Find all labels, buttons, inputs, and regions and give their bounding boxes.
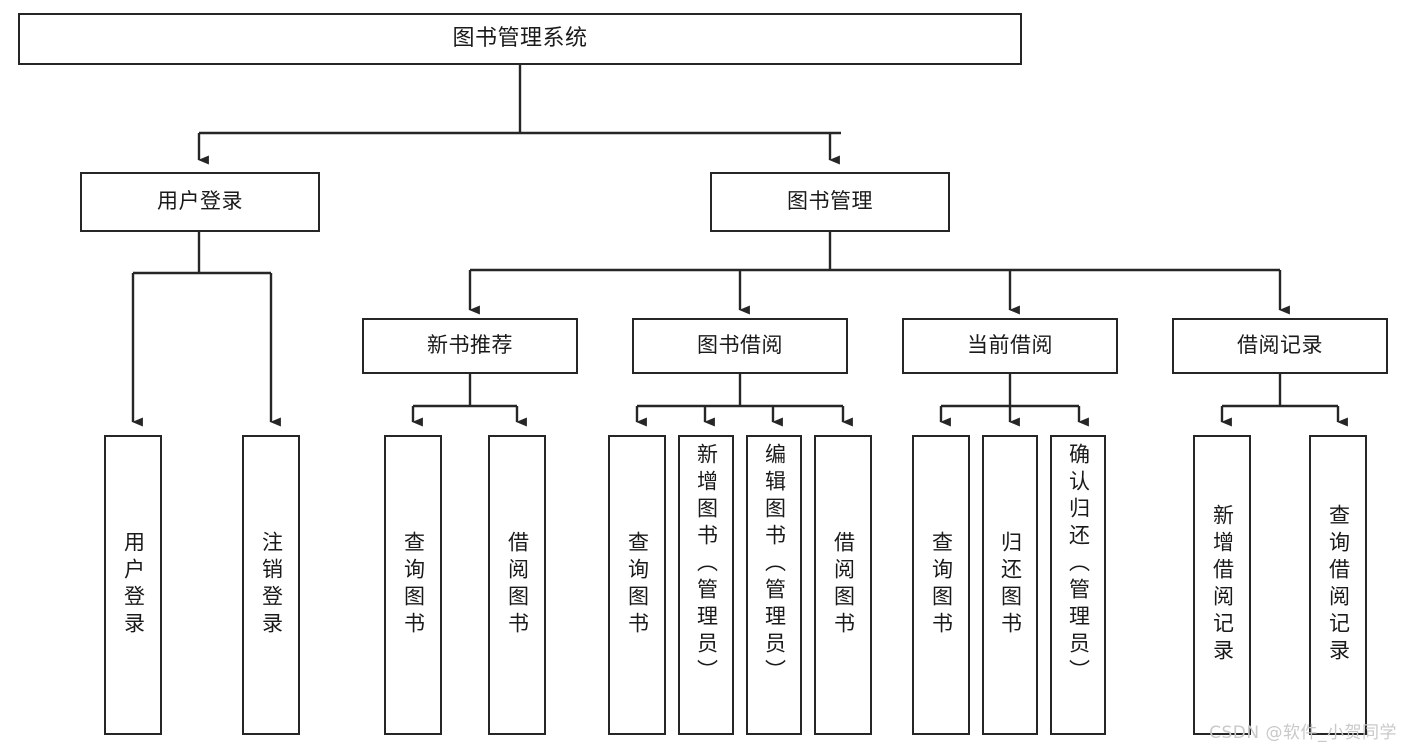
node-leaf-query-book-current[interactable]: 查询图书 xyxy=(912,435,970,735)
node-label: 查询图书 xyxy=(625,531,650,639)
node-borrow-record[interactable]: 借阅记录 xyxy=(1172,318,1388,374)
node-label: 用户登录 xyxy=(157,189,243,214)
node-label: 借阅图书 xyxy=(831,531,856,639)
node-new-book-recommend[interactable]: 新书推荐 xyxy=(362,318,578,374)
node-label: 图书借阅 xyxy=(697,333,783,358)
node-label: 当前借阅 xyxy=(967,333,1053,358)
node-label: 借阅图书 xyxy=(505,531,530,639)
node-leaf-edit-book-admin[interactable]: 编辑图书（管理员） xyxy=(746,435,802,735)
node-leaf-return-book[interactable]: 归还图书 xyxy=(982,435,1038,735)
node-label: 查询借阅记录 xyxy=(1326,504,1351,666)
node-label: 用户登录 xyxy=(121,531,146,639)
node-label: 编辑图书（管理员） xyxy=(762,443,787,686)
node-label: 新增借阅记录 xyxy=(1210,504,1235,666)
node-leaf-user-logout[interactable]: 注销登录 xyxy=(242,435,300,735)
node-book-management[interactable]: 图书管理 xyxy=(710,172,950,232)
node-user-login[interactable]: 用户登录 xyxy=(80,172,320,232)
node-root-book-management-system[interactable]: 图书管理系统 xyxy=(18,13,1022,65)
node-label: 查询图书 xyxy=(929,531,954,639)
node-label: 归还图书 xyxy=(998,531,1023,639)
node-label: 新增图书（管理员） xyxy=(694,443,719,686)
node-label: 查询图书 xyxy=(401,531,426,639)
node-current-borrow[interactable]: 当前借阅 xyxy=(902,318,1118,374)
node-leaf-user-login[interactable]: 用户登录 xyxy=(104,435,162,735)
node-label: 图书管理 xyxy=(787,189,873,214)
node-leaf-add-borrow-record[interactable]: 新增借阅记录 xyxy=(1193,435,1251,735)
node-leaf-query-book-recommend[interactable]: 查询图书 xyxy=(384,435,442,735)
node-label: 新书推荐 xyxy=(427,333,513,358)
node-leaf-query-borrow-record[interactable]: 查询借阅记录 xyxy=(1309,435,1367,735)
node-label: 注销登录 xyxy=(259,531,284,639)
node-leaf-borrow-book-recommend[interactable]: 借阅图书 xyxy=(488,435,546,735)
node-label: 图书管理系统 xyxy=(452,25,588,51)
node-leaf-confirm-return-admin[interactable]: 确认归还（管理员） xyxy=(1050,435,1106,735)
csdn-watermark: CSDN @软件_小贺同学 xyxy=(1209,723,1397,743)
node-leaf-borrow-book-borrow[interactable]: 借阅图书 xyxy=(814,435,872,735)
node-leaf-add-book-admin[interactable]: 新增图书（管理员） xyxy=(678,435,734,735)
node-label: 借阅记录 xyxy=(1237,333,1323,358)
node-label: 确认归还（管理员） xyxy=(1066,443,1091,686)
node-book-borrow[interactable]: 图书借阅 xyxy=(632,318,848,374)
node-leaf-query-book-borrow[interactable]: 查询图书 xyxy=(608,435,666,735)
